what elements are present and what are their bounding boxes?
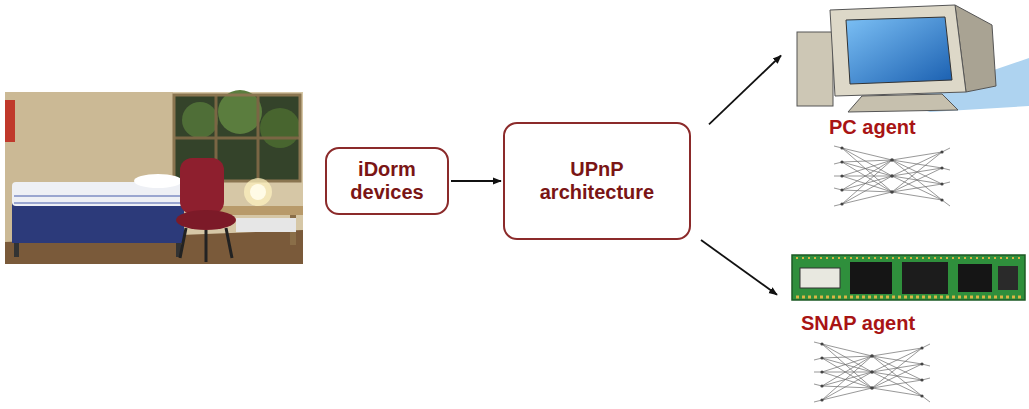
computer-icon-part [848, 94, 958, 112]
room-photo-part [5, 100, 15, 142]
snap-board [792, 255, 1025, 300]
room-photo-part [250, 184, 266, 200]
agent-label-group: SNAP agent [785, 242, 1025, 407]
neural-net-sketch [814, 342, 930, 402]
room-photo-part [5, 92, 303, 264]
snap-board-part [998, 266, 1018, 290]
room-photo [5, 90, 303, 264]
room-photo-part [260, 108, 300, 148]
room-photo-part [12, 203, 184, 243]
room-photo-part [14, 196, 186, 203]
room-photo-part [180, 228, 232, 262]
arrow-connector [701, 240, 777, 295]
room-photo-part [14, 243, 19, 257]
room-photo-part [244, 178, 272, 206]
computer-icon-part [846, 17, 952, 84]
snap-board-part [796, 296, 1021, 299]
node-label: PC agent [829, 116, 916, 139]
snap-board-part [792, 255, 1025, 300]
snap-board-part [958, 264, 992, 292]
neural-net-sketch [834, 146, 950, 206]
arrow-connector [451, 180, 501, 182]
process-box: UPnP architecture [503, 122, 691, 240]
snap-board-part [902, 262, 948, 294]
room-photo-part [134, 174, 182, 188]
node-label: SNAP agent [801, 312, 915, 335]
room-photo-part [236, 218, 296, 232]
arrow-connector [709, 56, 781, 125]
room-photo-part [180, 158, 224, 214]
snap-board-part [800, 268, 840, 288]
snap-board-part [796, 257, 1021, 259]
process-box: iDorm devices [325, 147, 449, 215]
room-photo-part [182, 102, 218, 138]
snap-board-part [850, 262, 892, 294]
room-photo-part [176, 210, 236, 230]
computer-icon-part [797, 32, 833, 106]
computer-icon [797, 5, 1029, 112]
room-photo-part [218, 90, 262, 134]
node-label: UPnP architecture [525, 158, 669, 204]
computer-icon-part [830, 5, 966, 96]
node-label: iDorm devices [333, 158, 441, 204]
agent-label-group: PC agent [785, 4, 1025, 210]
